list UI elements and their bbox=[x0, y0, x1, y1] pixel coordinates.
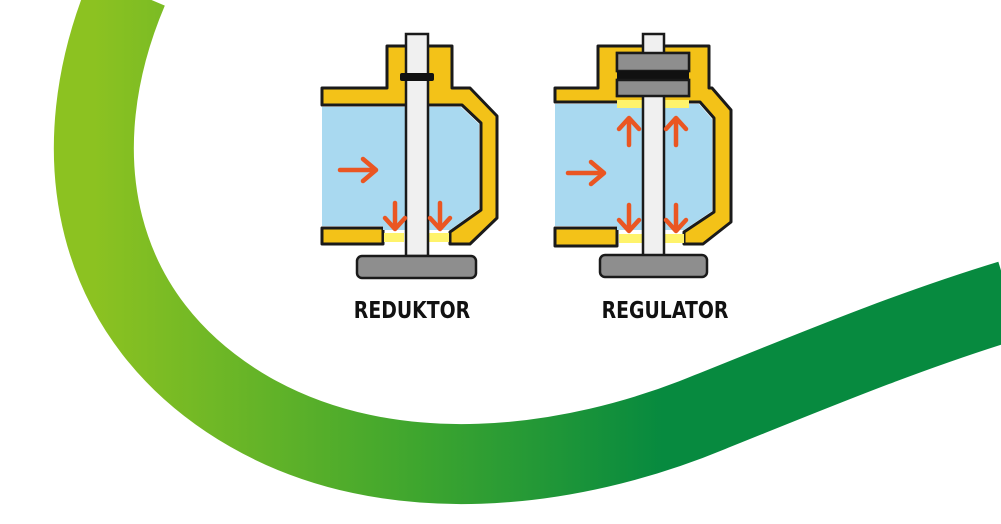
reduktor-disc bbox=[355, 254, 478, 280]
regulator-seat-bottom-right bbox=[664, 234, 684, 243]
reduktor-seal-ring bbox=[400, 73, 434, 81]
regulator-label: REGULATOR bbox=[601, 298, 729, 324]
regulator-arrow-up-left bbox=[616, 115, 642, 148]
reduktor-arrow-right bbox=[337, 156, 379, 184]
regulator-seat-top-right bbox=[664, 100, 689, 108]
regulator-housing-bottom bbox=[553, 226, 619, 248]
regulator-piston-cover-band bbox=[617, 71, 689, 80]
regulator-seat-top-left bbox=[617, 100, 643, 108]
reduktor-seat-right bbox=[428, 233, 449, 242]
regulator-piston-cover-lower bbox=[615, 78, 691, 98]
regulator-arrow-up-right bbox=[663, 115, 689, 148]
reduktor-arrow-down-left bbox=[382, 200, 408, 232]
regulator-arrow-right bbox=[565, 159, 607, 187]
regulator-arrow-down-right bbox=[663, 202, 689, 234]
reduktor-label: REDUKTOR bbox=[353, 298, 471, 324]
regulator-disc bbox=[598, 253, 709, 279]
regulator-piston-cover-upper bbox=[615, 51, 691, 73]
reduktor-stem bbox=[404, 32, 430, 258]
green-swoosh-stroke bbox=[53, 0, 1001, 505]
reduktor-arrow-down-right bbox=[427, 200, 453, 232]
reduktor-fluid bbox=[322, 107, 479, 230]
regulator-fluid bbox=[555, 104, 712, 230]
regulator-valve bbox=[553, 32, 733, 279]
reduktor-housing-bottom bbox=[320, 226, 385, 246]
regulator-seat-bottom-left bbox=[619, 234, 643, 243]
reduktor-valve bbox=[320, 32, 499, 280]
reduktor-seat-left bbox=[384, 233, 404, 242]
regulator-arrow-down-left bbox=[616, 202, 642, 234]
